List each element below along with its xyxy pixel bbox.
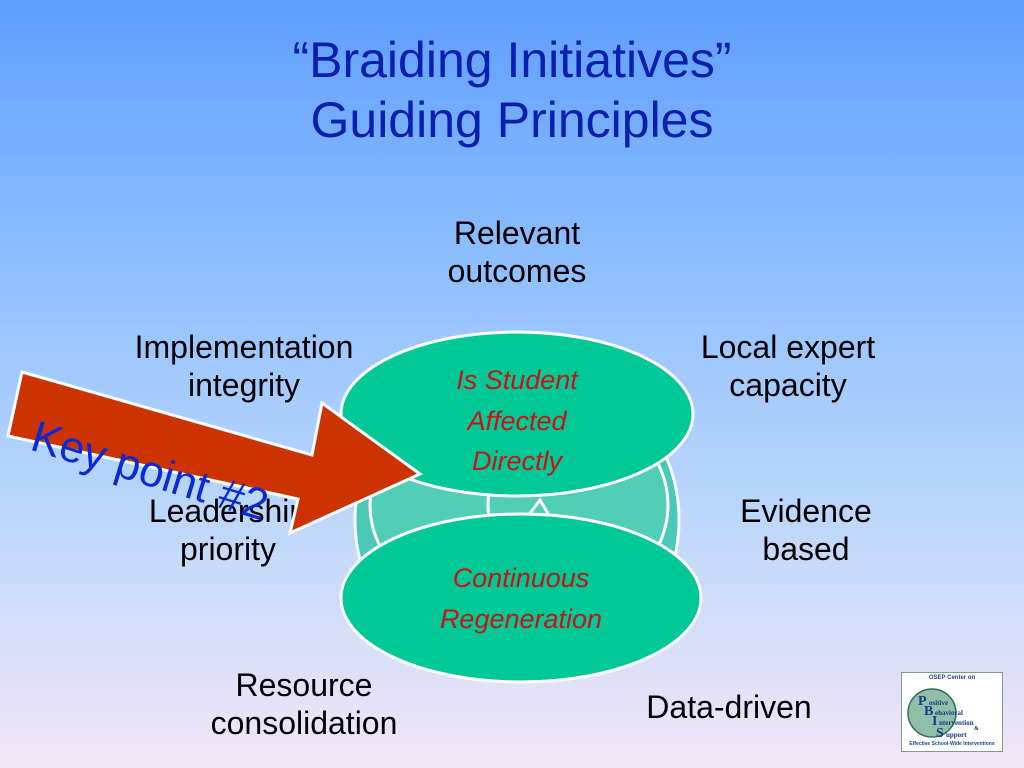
label-resource-consolidation: Resource consolidation — [210, 667, 398, 742]
label-evidence-based: Evidence based — [740, 493, 872, 568]
title-line-2: Guiding Principles — [310, 92, 714, 148]
logo-letter: I — [932, 714, 937, 729]
pbis-logo: OSEP Center on P ositive B ehavioral I n… — [901, 672, 1003, 752]
bubble-top-text: Is Student Affected Directly — [456, 365, 578, 476]
bubble-bottom — [339, 512, 703, 684]
label-relevant-outcomes: Relevant outcomes — [447, 215, 587, 290]
logo-word: ntervention — [939, 719, 974, 727]
logo-letter: S — [936, 726, 944, 741]
logo-word: ositive — [929, 699, 948, 707]
label-data-driven: Data-driven — [646, 689, 812, 725]
label-implementation-integrity: Implementation integrity — [134, 329, 354, 404]
logo-top-text: OSEP Center on — [928, 675, 976, 681]
logo-bottom-text: Effective School-Wide Interventions — [909, 741, 995, 747]
logo-word: upport — [946, 731, 967, 739]
logo-letter: B — [924, 704, 933, 719]
bubble-bottom-text: Continuous Regeneration — [439, 563, 603, 634]
logo-letter: P — [918, 694, 927, 709]
logo-ampersand: & — [974, 726, 979, 732]
label-local-expert-capacity: Local expert capacity — [700, 329, 876, 404]
title-line-1: “Braiding Initiatives” — [292, 32, 732, 88]
logo-emblem: P ositive B ehavioral I ntervention & S … — [907, 688, 979, 741]
slide-title: “Braiding Initiatives” Guiding Principle… — [0, 30, 1024, 150]
logo-word: ehavioral — [935, 709, 963, 717]
